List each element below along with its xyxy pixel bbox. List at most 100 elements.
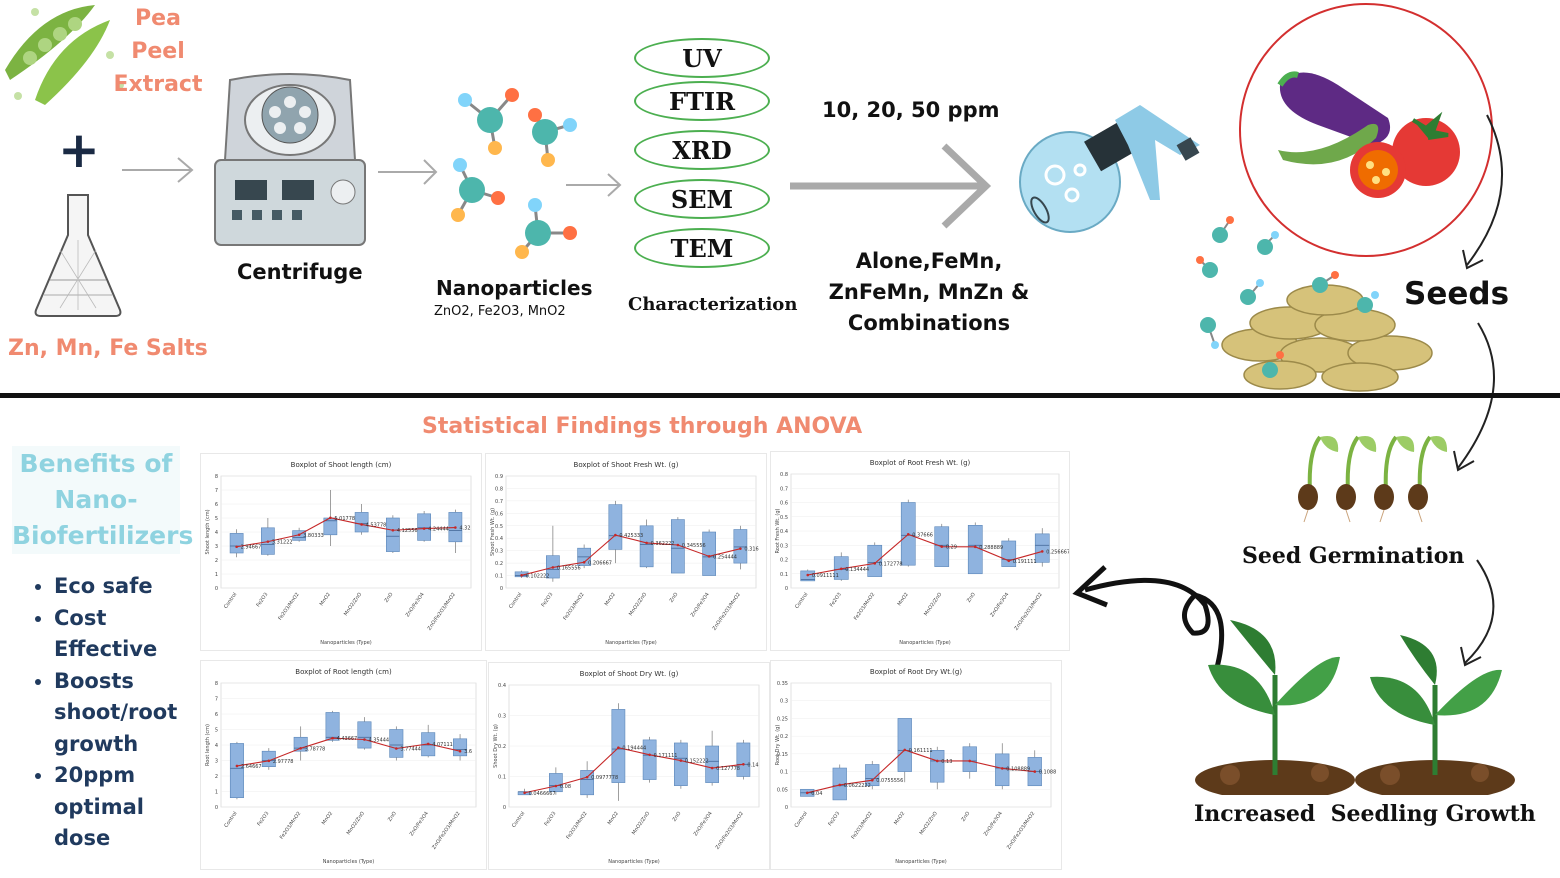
mean-point <box>363 738 366 741</box>
y-tick-label: 0.2 <box>498 744 506 750</box>
y-tick-label: 1 <box>215 572 218 578</box>
characterization-label: Characterization <box>628 294 798 315</box>
mean-point <box>873 562 877 565</box>
x-tick-label: MnO2 <box>897 592 910 607</box>
mean-label: 0.108889 <box>1006 766 1030 772</box>
x-tick-label: Fe2O3 <box>540 592 554 609</box>
mean-point <box>235 764 239 768</box>
x-tick-label: Fe2O3 <box>543 811 557 828</box>
box <box>453 738 468 757</box>
x-tick-label: ZnO/Fe3O4 <box>983 811 1004 838</box>
y-tick-label: 0.25 <box>777 716 788 722</box>
x-tick-label: Control <box>223 811 238 829</box>
flask-icon <box>34 194 122 317</box>
mean-label: 0.102222 <box>526 573 550 579</box>
x-axis-label: Nanoparticles (Type) <box>899 640 951 646</box>
mean-point <box>1033 770 1037 773</box>
mean-point <box>360 523 363 526</box>
x-tick-label: ZnO <box>387 811 398 823</box>
box <box>867 544 883 577</box>
mean-label: 0.172778 <box>879 561 903 567</box>
y-tick-label: 0 <box>500 586 503 592</box>
x-tick-label: ZnO/Fe2O3/MnO2 <box>1013 592 1043 632</box>
box <box>897 718 912 772</box>
mean-point <box>551 566 555 569</box>
x-tick-label: Fe2O3/MnO2 <box>277 592 300 622</box>
mean-line <box>524 747 744 794</box>
mean-label: 0.0755556 <box>876 778 903 784</box>
y-tick-label: 0.9 <box>495 474 503 480</box>
mean-point <box>838 783 842 787</box>
y-axis-label: Shoot Dry Wt. (g) <box>493 724 499 768</box>
centrifuge-label: Centrifuge <box>237 260 363 284</box>
mean-point <box>331 736 334 740</box>
mean-point <box>679 759 683 762</box>
mean-point <box>742 763 745 766</box>
box <box>995 753 1010 787</box>
y-tick-label: 0.4 <box>498 683 506 689</box>
y-tick-label: 4 <box>215 530 218 536</box>
y-tick-label: 7 <box>215 697 218 703</box>
x-tick-label: ZnO/Fe3O4 <box>989 592 1010 619</box>
mean-label: 3.77444 <box>400 746 421 752</box>
box <box>580 770 594 796</box>
plot-area <box>790 682 1052 808</box>
chart-title: Boxplot of Root length (cm) <box>295 668 392 676</box>
mean-point <box>523 791 526 795</box>
mean-label: 2.64667 <box>241 764 262 770</box>
box <box>642 739 657 780</box>
x-tick-label: MnO2/ZnO <box>343 592 363 617</box>
mean-point <box>617 746 620 749</box>
mean-label: 0.13 <box>941 759 952 765</box>
mean-label: 0.0911111 <box>812 573 839 579</box>
box <box>229 533 244 554</box>
nanoparticles-sublabel: ZnO2, Fe2O3, MnO2 <box>434 304 566 319</box>
arrow-right-icon <box>122 157 194 183</box>
mean-label: 4.53778 <box>366 522 387 528</box>
box <box>1034 533 1050 563</box>
mean-label: 0.191111 <box>1013 559 1037 565</box>
curved-arrow-icon <box>1453 322 1495 472</box>
chart-title: Boxplot of Shoot Fresh Wt. (g) <box>574 461 679 469</box>
dose-label: 10, 20, 50 ppm <box>822 98 1000 122</box>
mean-label: 0.0977778 <box>591 775 618 781</box>
box <box>417 513 431 541</box>
mean-point <box>968 759 972 763</box>
seed-germination-illustration <box>1298 435 1448 523</box>
y-tick-label: 0 <box>785 805 788 811</box>
chart-title: Boxplot of Root Fresh Wt. (g) <box>870 459 971 467</box>
mean-label: 0.152222 <box>685 759 709 765</box>
x-tick-label: ZnO/Fe3O4 <box>693 811 714 838</box>
x-tick-label: Fe2O3/MnO2 <box>562 592 585 622</box>
mean-label: 0.362222 <box>651 541 675 547</box>
mean-point <box>806 573 810 577</box>
x-tick-label: ZnO/Fe2O3/MnO2 <box>712 592 742 632</box>
mean-line <box>521 534 741 576</box>
x-axis-label: Nanoparticles (Type) <box>323 859 375 865</box>
x-tick-label: Fe2O3 <box>827 811 841 828</box>
y-tick-label: 0.4 <box>780 529 788 535</box>
y-tick-label: 2 <box>215 558 218 564</box>
mean-point <box>267 759 271 763</box>
mean-point <box>903 748 907 752</box>
y-tick-label: 0.3 <box>495 549 503 555</box>
mean-label: 5.01778 <box>334 516 355 522</box>
box <box>705 745 719 783</box>
box <box>674 742 688 786</box>
x-tick-label: ZnO <box>384 592 395 604</box>
y-tick-label: 0.7 <box>780 486 788 492</box>
mean-point <box>906 533 910 536</box>
y-tick-label: 4 <box>215 743 218 749</box>
x-tick-label: MnO2 <box>321 811 334 826</box>
box <box>930 750 945 783</box>
x-tick-label: ZnO <box>966 592 977 604</box>
x-tick-label: Control <box>223 592 238 610</box>
y-tick-label: 0 <box>503 805 506 811</box>
y-tick-label: 0.8 <box>495 486 503 492</box>
x-tick-label: MnO2/ZnO <box>631 811 651 836</box>
